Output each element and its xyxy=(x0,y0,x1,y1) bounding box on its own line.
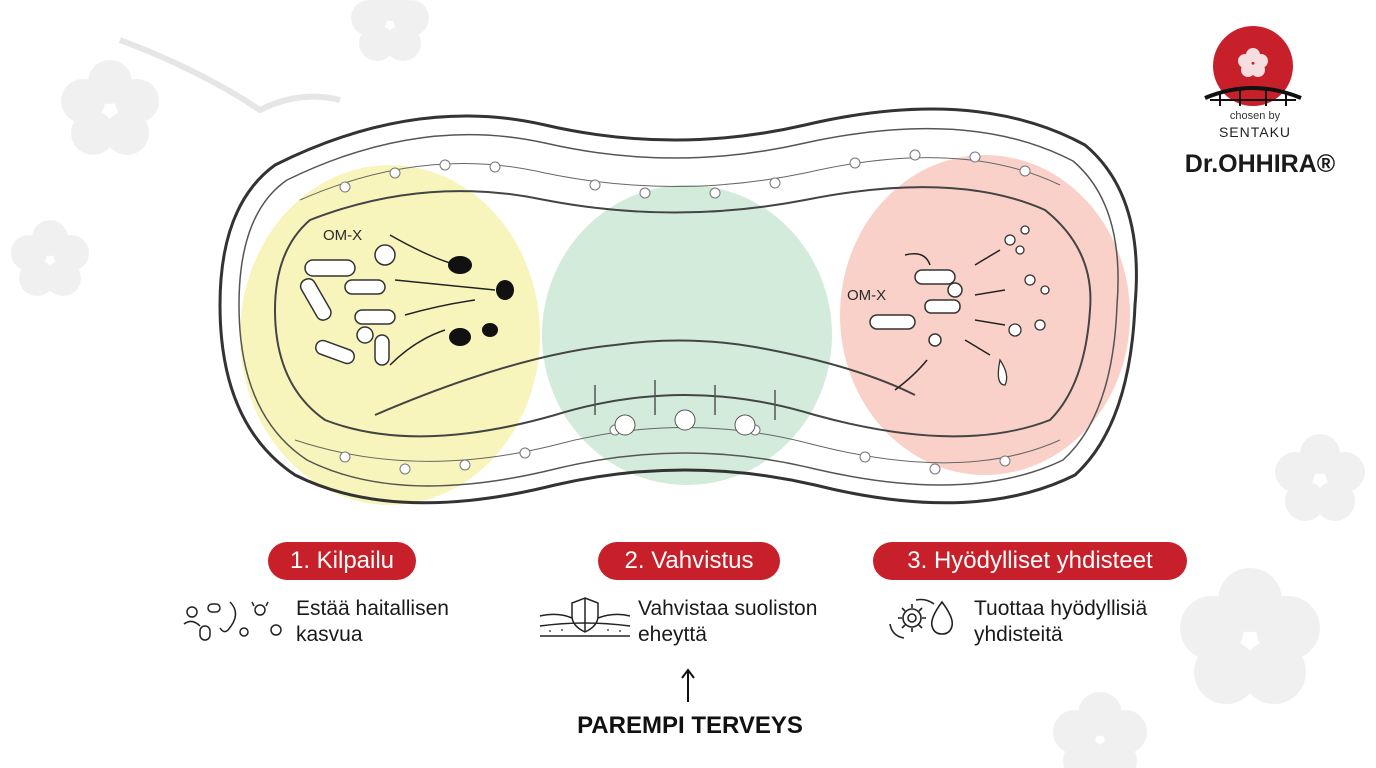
competition-zone xyxy=(240,165,540,505)
step-2-desc-line1: Vahvistaa suoliston xyxy=(638,597,818,620)
step-3-desc-line2: yhdisteitä xyxy=(974,623,1063,646)
sentaku-logo-icon xyxy=(1204,26,1302,106)
brand-sentaku: SENTAKU xyxy=(1218,124,1292,140)
step-1-description: Estää haitallisen kasvua xyxy=(296,596,486,648)
strengthening-zone xyxy=(542,185,832,485)
step-3-description: Tuottaa hyödyllisiä yhdisteitä xyxy=(974,596,1184,648)
intestine-inner-wall xyxy=(273,186,1092,438)
intestine-diagram: OM-X OM-X xyxy=(218,107,1138,505)
step-2-desc-line2: eheyttä xyxy=(638,623,707,646)
arrow-up-icon xyxy=(681,668,695,702)
gear-drop-icon xyxy=(889,598,954,639)
shield-icon xyxy=(539,597,631,637)
step-3-title: 3. Hyödylliset yhdisteet xyxy=(873,542,1187,580)
omx-label-left: OM-X xyxy=(323,227,362,244)
brand-chosen-by: chosen by xyxy=(1229,110,1281,122)
step-1-desc-line2: kasvua xyxy=(296,623,363,646)
intestine-outer-wall xyxy=(218,107,1138,505)
better-health-label: PAREMPI TERVEYS xyxy=(577,712,803,739)
step-3-desc-line1: Tuottaa hyödyllisiä xyxy=(974,597,1148,620)
compounds-zone xyxy=(840,155,1130,475)
omx-label-right: OM-X xyxy=(847,287,886,304)
step-2-description: Vahvistaa suoliston eheyttä xyxy=(638,596,848,648)
step-1-desc-line1: Estää haitallisen xyxy=(296,597,449,620)
brand-name: Dr.OHHIRA® xyxy=(1184,150,1336,178)
bacteria-icon xyxy=(183,601,282,641)
step-2-title: 2. Vahvistus xyxy=(598,542,780,580)
step-1-title: 1. Kilpailu xyxy=(268,542,416,580)
